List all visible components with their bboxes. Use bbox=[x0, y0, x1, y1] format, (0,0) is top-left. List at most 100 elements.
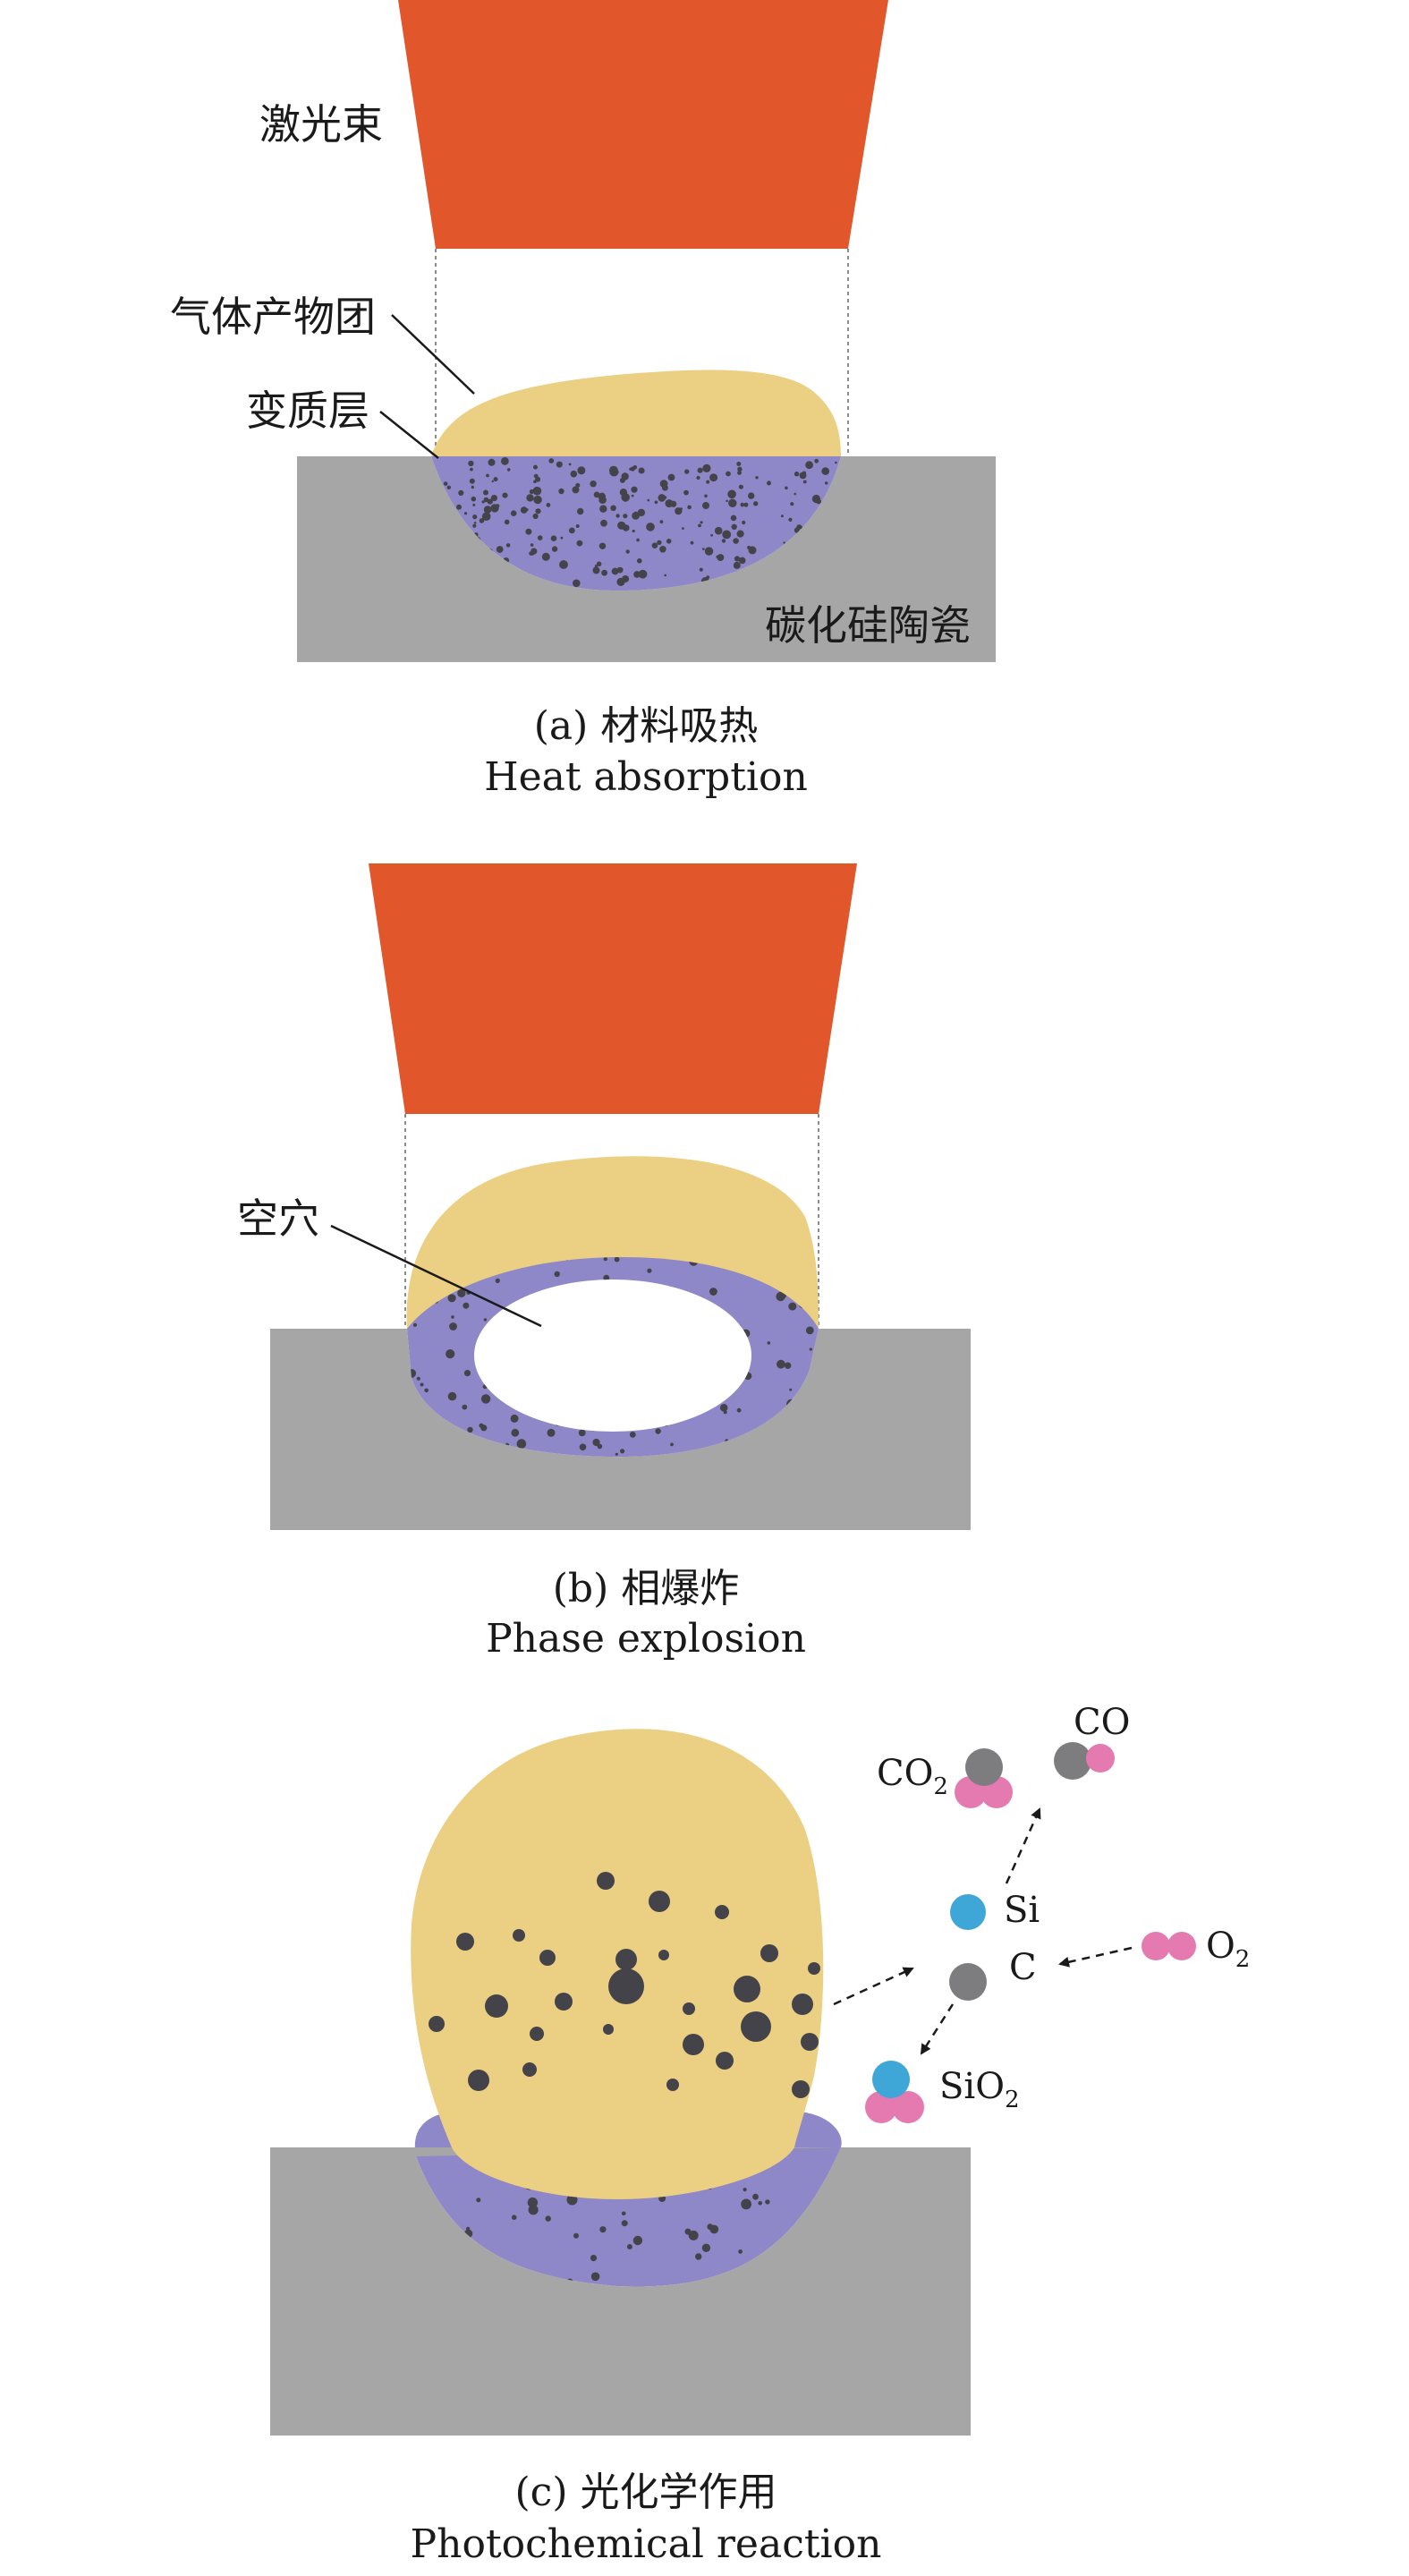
particle-dot bbox=[481, 500, 485, 504]
particle-dot bbox=[573, 579, 581, 588]
particle-dot bbox=[629, 467, 632, 471]
particle-dot bbox=[825, 481, 828, 485]
particle-dot bbox=[723, 1410, 727, 1415]
particle-dot bbox=[738, 557, 746, 565]
particle-dot bbox=[736, 530, 744, 538]
particle-dot bbox=[510, 1414, 519, 1423]
particle-dot bbox=[632, 513, 640, 520]
particle-dot bbox=[600, 519, 607, 527]
particle-dot bbox=[458, 489, 464, 497]
particle-dot bbox=[655, 1428, 661, 1434]
particle-dot bbox=[707, 2223, 714, 2231]
plume-particle bbox=[539, 1950, 556, 1966]
particle-dot bbox=[554, 1271, 560, 1278]
particle-dot bbox=[488, 458, 496, 466]
particle-dot bbox=[741, 2198, 751, 2210]
particle-dot bbox=[733, 538, 739, 544]
plume-particle bbox=[683, 2034, 704, 2055]
particle-dot bbox=[783, 541, 785, 544]
particle-dot bbox=[575, 482, 581, 488]
particle-dot bbox=[717, 554, 725, 562]
laser-beam-icon bbox=[398, 0, 888, 249]
co-molecule-icon bbox=[1054, 1742, 1115, 1780]
particle-dot bbox=[767, 1341, 771, 1345]
particle-dot bbox=[481, 512, 491, 521]
panel-b: 空穴 (b) 相爆炸 Phase explosion bbox=[237, 863, 971, 1662]
arrow-plume-to-atoms bbox=[833, 1967, 914, 2006]
particle-dot bbox=[486, 473, 489, 478]
cavity-icon bbox=[474, 1279, 751, 1432]
particle-dot bbox=[535, 508, 541, 514]
particle-dot bbox=[592, 566, 600, 574]
particle-dot bbox=[622, 575, 630, 582]
plume-particle bbox=[683, 2002, 695, 2015]
particle-dot bbox=[530, 548, 538, 555]
particle-dot bbox=[471, 496, 477, 502]
sic-ceramic-icon bbox=[297, 456, 996, 662]
particle-dot bbox=[496, 546, 504, 553]
plume-particle bbox=[608, 1968, 644, 2004]
particle-dot bbox=[502, 492, 508, 498]
particle-dot bbox=[614, 1257, 620, 1262]
plume-particle bbox=[615, 1949, 637, 1970]
particle-dot bbox=[449, 1322, 457, 1331]
particle-dot bbox=[547, 1428, 556, 1437]
particle-dot bbox=[742, 520, 746, 525]
particle-dot bbox=[767, 480, 771, 486]
particle-dot bbox=[799, 472, 807, 480]
particle-dot bbox=[821, 467, 829, 475]
particle-dot bbox=[541, 552, 550, 561]
particle-dot bbox=[664, 574, 666, 577]
o2-label: O2 bbox=[1206, 1926, 1250, 1973]
particle-dot bbox=[615, 514, 620, 518]
particle-dot bbox=[611, 567, 619, 575]
particle-dot bbox=[709, 1288, 717, 1296]
particle-dot bbox=[623, 524, 630, 531]
plume-particle bbox=[485, 1994, 508, 2018]
particle-dot bbox=[722, 530, 732, 540]
gas-plume-icon bbox=[431, 370, 841, 456]
particle-dot bbox=[416, 1376, 420, 1381]
co-label: CO bbox=[1074, 1702, 1130, 1743]
particle-dot bbox=[625, 549, 630, 554]
particle-dot bbox=[736, 462, 742, 466]
particle-dot bbox=[684, 2228, 692, 2235]
particle-dot bbox=[758, 2201, 762, 2206]
particle-dot bbox=[638, 569, 648, 579]
particle-dot bbox=[731, 523, 737, 530]
particle-dot bbox=[726, 499, 728, 503]
particle-dot bbox=[702, 463, 711, 473]
particle-dot bbox=[709, 473, 718, 482]
plume-particle bbox=[468, 2070, 489, 2091]
particle-dot bbox=[788, 1302, 797, 1311]
particle-dot bbox=[777, 1359, 785, 1369]
particle-dot bbox=[706, 575, 710, 579]
particle-dot bbox=[788, 517, 793, 523]
particle-dot bbox=[626, 2244, 632, 2249]
particle-dot bbox=[451, 1315, 454, 1319]
particle-dot bbox=[737, 466, 743, 472]
plume-particle bbox=[760, 1944, 778, 1962]
particle-dot bbox=[527, 2197, 539, 2208]
particle-dot bbox=[590, 480, 597, 488]
caption-c-en: Photochemical reaction bbox=[411, 2521, 882, 2567]
particle-dot bbox=[463, 1302, 470, 1309]
particle-dot bbox=[688, 2230, 699, 2240]
sio2-molecule-icon bbox=[865, 2061, 924, 2123]
particle-dot bbox=[476, 2198, 481, 2203]
particle-dot bbox=[496, 504, 500, 508]
particle-dot bbox=[559, 560, 568, 569]
particle-dot bbox=[535, 476, 541, 482]
particle-dot bbox=[647, 1268, 652, 1273]
particle-dot bbox=[637, 508, 646, 517]
particle-dot bbox=[805, 461, 813, 470]
plume-particle bbox=[792, 2080, 810, 2098]
cavity-label: 空穴 bbox=[237, 1194, 319, 1243]
particle-dot bbox=[539, 537, 542, 540]
particle-dot bbox=[599, 2226, 607, 2233]
particle-dot bbox=[532, 486, 542, 496]
particle-dot bbox=[603, 1274, 610, 1281]
particle-dot bbox=[619, 477, 625, 483]
particle-dot bbox=[620, 567, 624, 571]
